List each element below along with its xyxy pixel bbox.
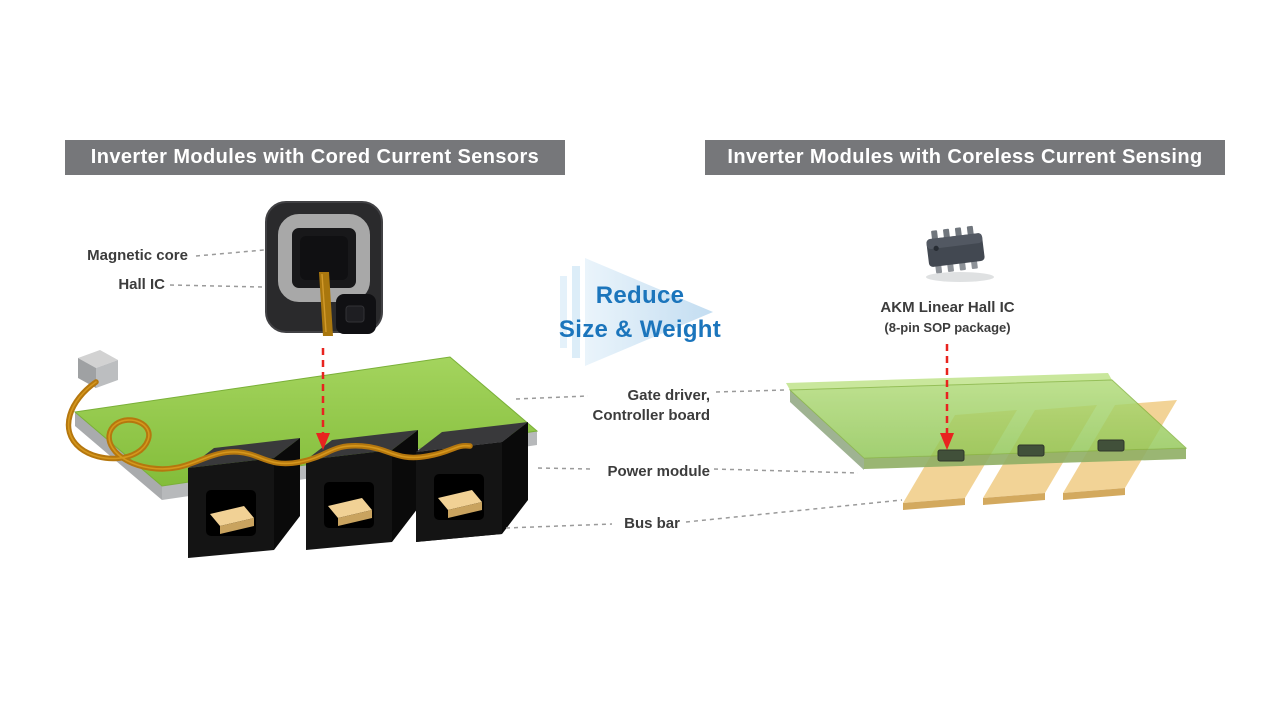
red-dashed-arrow-right — [940, 344, 954, 450]
hall-ic-on-busbar — [937, 449, 965, 462]
hall-ic-on-busbar — [1017, 444, 1045, 457]
sop8-ic-illustration — [926, 225, 994, 282]
hall-ic-on-busbar — [1097, 439, 1125, 452]
connector-magnetic-core — [195, 249, 265, 257]
red-dashed-arrow-left — [316, 348, 330, 450]
bus-bar-label: Bus bar — [624, 515, 680, 532]
current-sensor-block — [188, 438, 300, 558]
reduce-text-line1: Reduce — [595, 282, 685, 309]
gate-driver-label: Gate driver, Controller board — [555, 386, 710, 426]
board-connector — [78, 350, 118, 388]
power-module-label: Power module — [607, 463, 710, 480]
right-pcb-board — [786, 373, 1188, 510]
connector-bus-right — [685, 499, 903, 523]
pin1-marker — [933, 245, 939, 251]
cored-current-sensor-illustration — [265, 201, 383, 336]
bus-bar-tab — [210, 506, 254, 526]
reduce-text-line2: Size & Weight — [558, 316, 722, 343]
reduce-arrow-graphic — [560, 258, 713, 366]
ic-shadow — [926, 272, 994, 282]
connector-bus-left — [505, 523, 613, 529]
copper-wire — [65, 379, 473, 472]
arrow-stripe — [560, 276, 567, 348]
board-top — [788, 379, 1188, 459]
akm-ic-label-line1: AKM Linear Hall IC — [880, 299, 1015, 316]
hall-ic-label: Hall IC — [118, 276, 165, 293]
bus-bar-tab — [328, 498, 372, 518]
board-back-rim — [786, 373, 1112, 390]
arrow-stripe — [572, 266, 580, 358]
arrow-body — [585, 258, 713, 366]
board-side-left — [790, 390, 864, 470]
board-side-front — [864, 448, 1186, 469]
connector-power-right — [713, 468, 859, 474]
current-sensor-block — [416, 422, 528, 542]
left-diagram-title: Inverter Modules with Cored Current Sens… — [65, 140, 565, 175]
bus-bar-tab — [438, 490, 482, 510]
gate-driver-label-line1: Gate driver, — [627, 387, 710, 404]
connector-hall-ic — [169, 284, 263, 288]
label-connector-lines — [169, 249, 903, 529]
magnetic-core-label: Magnetic core — [87, 247, 188, 264]
akm-ic-label: AKM Linear Hall IC (8-pin SOP package) — [845, 298, 1050, 338]
sensor-foot-hole — [345, 305, 365, 323]
connector-gate-right — [715, 389, 787, 393]
gate-driver-label-line2: Controller board — [592, 407, 710, 424]
pin-highlight — [321, 273, 327, 333]
core-gap — [300, 236, 348, 280]
akm-ic-label-line2: (8-pin SOP package) — [884, 320, 1011, 335]
right-diagram-title: Inverter Modules with Coreless Current S… — [705, 140, 1225, 175]
connector-power-left — [537, 467, 593, 470]
